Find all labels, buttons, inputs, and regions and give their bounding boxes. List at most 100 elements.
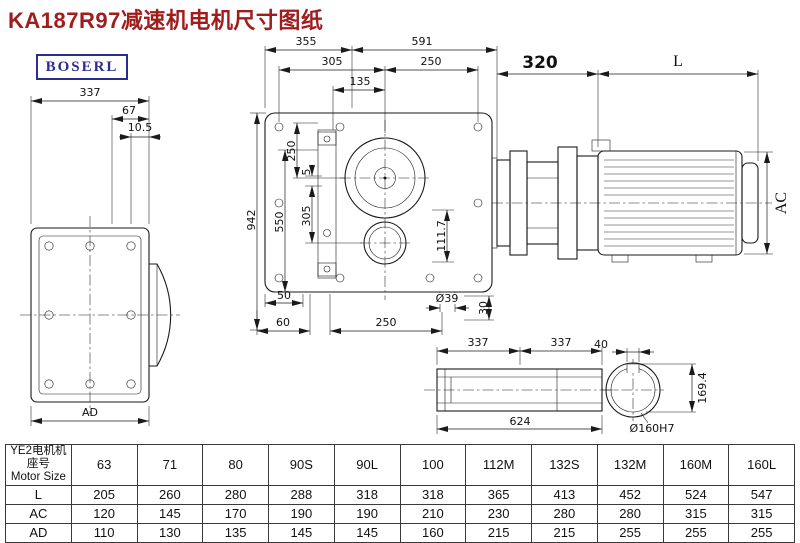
cell-L-90s: 288: [268, 484, 335, 505]
dim-text-550: 550: [273, 212, 286, 233]
cell-AC-160l: 315: [728, 503, 795, 524]
table-header-motor-size: YE2电机机座号 Motor Size: [5, 444, 72, 486]
dim-front-591: 591: [352, 35, 498, 158]
cell-L-160m: 524: [662, 484, 730, 505]
dim-text-ad: AD: [82, 406, 98, 419]
motor-view: 320 L AC: [492, 53, 790, 263]
dim-bore-40: 40: [594, 338, 654, 362]
motor-size-label-cn: YE2电机机座号: [10, 445, 67, 471]
dim-text-50: 50: [277, 289, 291, 302]
cell-AD-160m: 255: [662, 522, 730, 543]
dim-front-dia39: Ø39: [426, 292, 469, 312]
dim-text-305-top: 305: [322, 55, 343, 68]
dim-text-dia39: Ø39: [436, 292, 459, 305]
dim-text-320: 320: [522, 53, 558, 73]
dim-front-5: 5: [300, 165, 322, 197]
dim-side-ad: AD: [30, 406, 150, 426]
row-label-AC: AC: [5, 503, 72, 524]
front-view: 355 591 305 250 135 942: [245, 35, 498, 335]
dim-text-30: 30: [477, 301, 490, 315]
dim-text-942: 942: [245, 210, 258, 231]
dim-text-250-left: 250: [285, 141, 298, 162]
dim-front-60: 60: [256, 294, 311, 335]
col-header-160l: 160L: [728, 444, 795, 486]
dim-text-10-5: 10.5: [128, 121, 153, 134]
dim-front-250-top: 250: [385, 55, 479, 122]
bore-outer-circle: [605, 362, 661, 418]
table-row-AD: AD 110 130 135 145 145 160 215 215 255 2…: [5, 522, 795, 543]
col-header-112m: 112M: [465, 444, 532, 486]
cell-AD-80: 135: [202, 522, 269, 543]
brand-logo: BOSERL: [36, 54, 128, 80]
dim-front-50: 50: [264, 289, 304, 307]
col-header-71: 71: [136, 444, 204, 486]
cell-L-90l: 318: [333, 484, 401, 505]
gearbox-housing: [264, 112, 493, 293]
cell-AD-71: 130: [136, 522, 204, 543]
dim-shaft-337-left: 337: [436, 336, 521, 365]
cell-AC-90s: 190: [268, 503, 335, 524]
dim-text-67: 67: [122, 104, 136, 117]
dim-front-305-left: 305: [300, 186, 362, 244]
col-header-90s: 90S: [268, 444, 335, 486]
dim-text-40: 40: [594, 338, 608, 351]
dim-front-305-top: 305: [278, 55, 386, 133]
dim-shaft-624: 624: [436, 415, 603, 434]
dim-text-305-left: 305: [300, 206, 313, 227]
dim-text-111-7: 111.7: [435, 220, 448, 252]
dim-text-L: L: [673, 53, 683, 70]
shaft-detail-view: 337 337 624: [424, 336, 618, 434]
bore-detail-view: 40 169.4 Ø160H7: [594, 338, 709, 435]
motor-dimension-table: YE2电机机座号 Motor Size 63 71 80 90S 90L 100…: [5, 444, 795, 543]
dim-text-160h7: Ø160H7: [630, 422, 675, 435]
cell-AC-100: 210: [399, 503, 467, 524]
dim-text-60: 60: [276, 316, 290, 329]
col-header-90l: 90L: [333, 444, 401, 486]
side-view: 337 67 10.5 AD: [20, 86, 180, 426]
cell-AD-90s: 145: [268, 522, 335, 543]
row-label-L: L: [5, 484, 72, 505]
dim-text-591: 591: [412, 35, 433, 48]
brand-logo-text: BOSERL: [45, 58, 119, 75]
keyway-slot: [626, 363, 640, 373]
terminal-box: [591, 139, 611, 152]
dim-text-355: 355: [296, 35, 317, 48]
col-header-80: 80: [202, 444, 269, 486]
cell-L-132m: 452: [596, 484, 664, 505]
row-label-AD: AD: [5, 522, 72, 543]
cell-AC-90l: 190: [333, 503, 401, 524]
col-header-160m: 160M: [662, 444, 730, 486]
dim-text-250-top: 250: [421, 55, 442, 68]
dim-text-337-side: 337: [80, 86, 101, 99]
cell-AD-160l: 255: [728, 522, 795, 543]
cell-AD-90l: 145: [333, 522, 401, 543]
dim-text-624: 624: [510, 415, 531, 428]
col-header-63: 63: [70, 444, 138, 486]
side-flange-bulge: [149, 263, 172, 367]
cell-AC-160m: 315: [662, 503, 730, 524]
cell-AD-112m: 215: [465, 522, 532, 543]
cell-L-63: 205: [70, 484, 138, 505]
cell-L-100: 318: [399, 484, 467, 505]
col-header-132m: 132M: [596, 444, 664, 486]
cell-AC-71: 145: [136, 503, 204, 524]
cell-AD-132s: 215: [531, 522, 598, 543]
dim-side-67: 67: [111, 104, 149, 224]
motor-size-label-en: Motor Size: [10, 471, 66, 484]
cell-AC-63: 120: [70, 503, 138, 524]
dim-front-135: 135: [332, 75, 385, 130]
fan-cover: [741, 162, 759, 244]
dim-motor-320: 320: [497, 53, 599, 147]
cell-AD-100: 160: [399, 522, 467, 543]
dim-bore-169-4: 169.4: [641, 363, 709, 413]
engineering-drawing: 337 67 10.5 AD: [20, 35, 790, 435]
dim-text-250-bottom: 250: [376, 316, 397, 329]
cell-AC-132s: 280: [531, 503, 598, 524]
dim-motor-AC: AC: [744, 151, 790, 255]
dim-text-135: 135: [350, 75, 371, 88]
dim-front-942: 942: [245, 112, 266, 331]
dim-front-30: 30: [464, 295, 494, 321]
cell-AD-132m: 255: [596, 522, 664, 543]
dim-text-169-4: 169.4: [696, 372, 709, 404]
cell-AC-80: 170: [202, 503, 269, 524]
